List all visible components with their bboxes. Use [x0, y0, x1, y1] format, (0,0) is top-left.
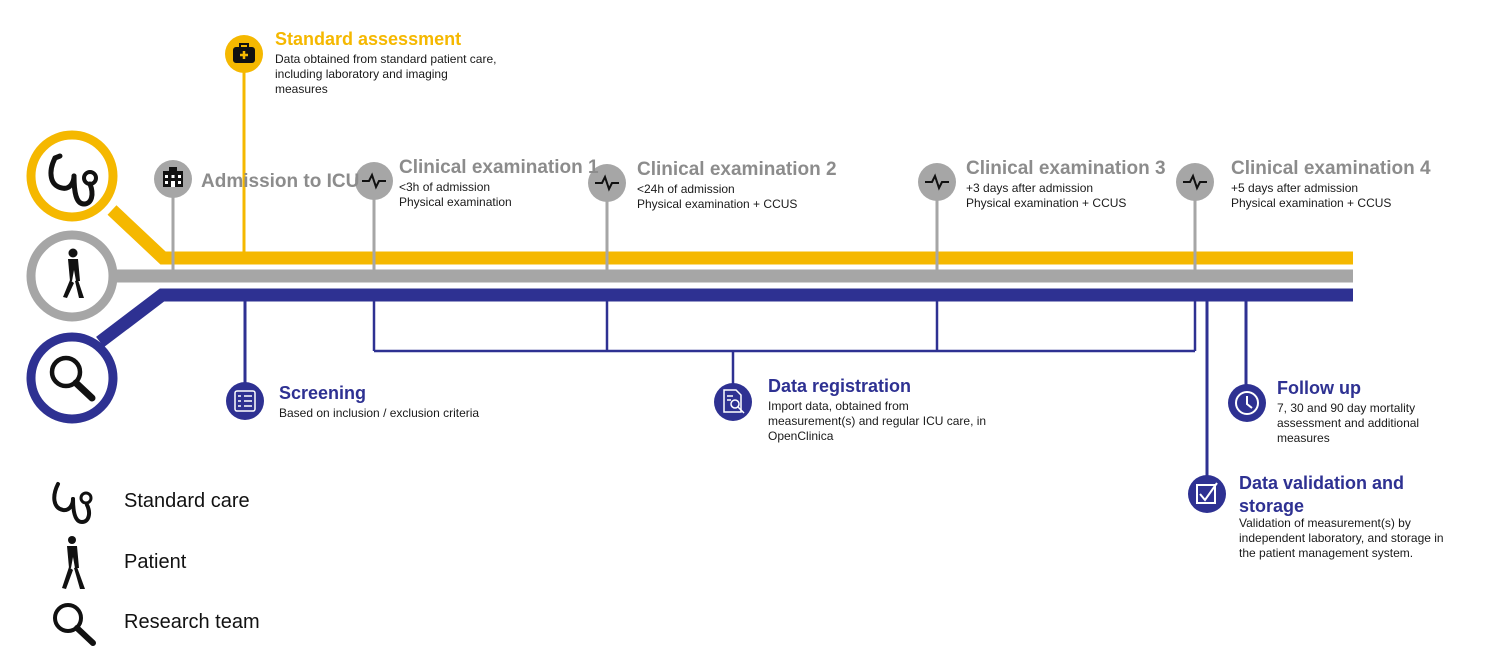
data-validation-title-line: Data validation and	[1239, 473, 1405, 493]
exam3-timing: +3 days after admission	[966, 181, 1094, 195]
walking-person-icon	[63, 248, 84, 298]
exam4-desc: +5 days after admission Physical examina…	[1231, 181, 1391, 211]
exam3-desc: +3 days after admission Physical examina…	[966, 181, 1126, 211]
data-registration-bracket	[372, 301, 1197, 386]
stethoscope-icon	[48, 153, 98, 207]
exam2-timing: <24h of admission	[637, 182, 735, 196]
exam2-title: Clinical examination 2	[637, 159, 837, 180]
follow-up-desc-line: 7, 30 and 90 day mortality	[1277, 401, 1416, 415]
legend-label-research-team: Research team	[124, 611, 260, 633]
data-registration-desc-line: Import data, obtained from	[768, 399, 909, 413]
data-validation-desc-line: the patient management system.	[1239, 546, 1414, 560]
legend-stethoscope-icon	[52, 482, 93, 525]
exam3-title: Clinical examination 3	[966, 158, 1166, 179]
research-circle	[26, 332, 118, 424]
screening-desc: Based on inclusion / exclusion criteria	[279, 406, 480, 420]
standard-assessment-desc: Data obtained from standard patient care…	[275, 52, 496, 97]
heartbeat-line	[362, 172, 386, 190]
legend-label-patient: Patient	[124, 551, 187, 573]
exam1-desc: <3h of admission Physical examination	[399, 180, 512, 210]
admission-title: Admission to ICU	[201, 171, 360, 192]
data-validation-desc-line: independent laboratory, and storage in	[1239, 531, 1444, 545]
standard-assessment-desc-line: including laboratory and imaging	[275, 67, 448, 81]
data-registration-title: Data registration	[768, 376, 912, 396]
exam1-timing: <3h of admission	[399, 180, 491, 194]
data-registration-desc-line: OpenClinica	[768, 429, 834, 443]
exam2-procedure: Physical examination + CCUS	[637, 197, 798, 211]
data-registration-desc: Import data, obtained from measurement(s…	[768, 399, 986, 444]
research-track	[96, 288, 1353, 348]
standard-assessment-title: Standard assessment	[275, 29, 462, 49]
legend-magnifier-icon	[53, 603, 96, 646]
exam3-procedure: Physical examination + CCUS	[966, 196, 1127, 210]
screening-title: Screening	[279, 383, 367, 403]
exam4-procedure: Physical examination + CCUS	[1231, 196, 1392, 210]
data-validation-title-line: storage	[1239, 496, 1305, 516]
legend-label-standard-care: Standard care	[124, 490, 250, 512]
heartbeat-line	[595, 174, 619, 192]
exam2-desc: <24h of admission Physical examination +…	[637, 182, 797, 212]
data-validation-desc: Validation of measurement(s) by independ…	[1239, 516, 1444, 561]
follow-up-desc-line: assessment and additional	[1277, 416, 1420, 430]
data-validation-desc-line: Validation of measurement(s) by	[1239, 516, 1411, 530]
follow-up-title: Follow up	[1277, 378, 1361, 398]
follow-up-desc-line: measures	[1277, 431, 1330, 445]
legend-walking-person-icon	[62, 536, 85, 589]
checkbox-icon	[1188, 475, 1226, 513]
exam1-title: Clinical examination 1	[399, 157, 599, 178]
heartbeat-line	[925, 173, 949, 191]
data-validation-title: Data validation and storage	[1239, 472, 1404, 518]
magnifier-icon	[49, 355, 96, 402]
exam4-timing: +5 days after admission	[1231, 181, 1359, 195]
data-registration-desc-line: measurement(s) and regular ICU care, in	[768, 414, 987, 428]
heartbeat-line	[1183, 173, 1207, 191]
standard-assessment-desc-line: measures	[275, 82, 328, 96]
exam1-procedure: Physical examination	[399, 195, 512, 209]
standard-care-track	[107, 205, 1353, 265]
standard-assessment-desc-line: Data obtained from standard patient care…	[275, 52, 497, 66]
follow-up-desc: 7, 30 and 90 day mortality assessment an…	[1277, 401, 1419, 446]
exam4-title: Clinical examination 4	[1231, 158, 1431, 179]
document-search-icon	[714, 383, 752, 421]
